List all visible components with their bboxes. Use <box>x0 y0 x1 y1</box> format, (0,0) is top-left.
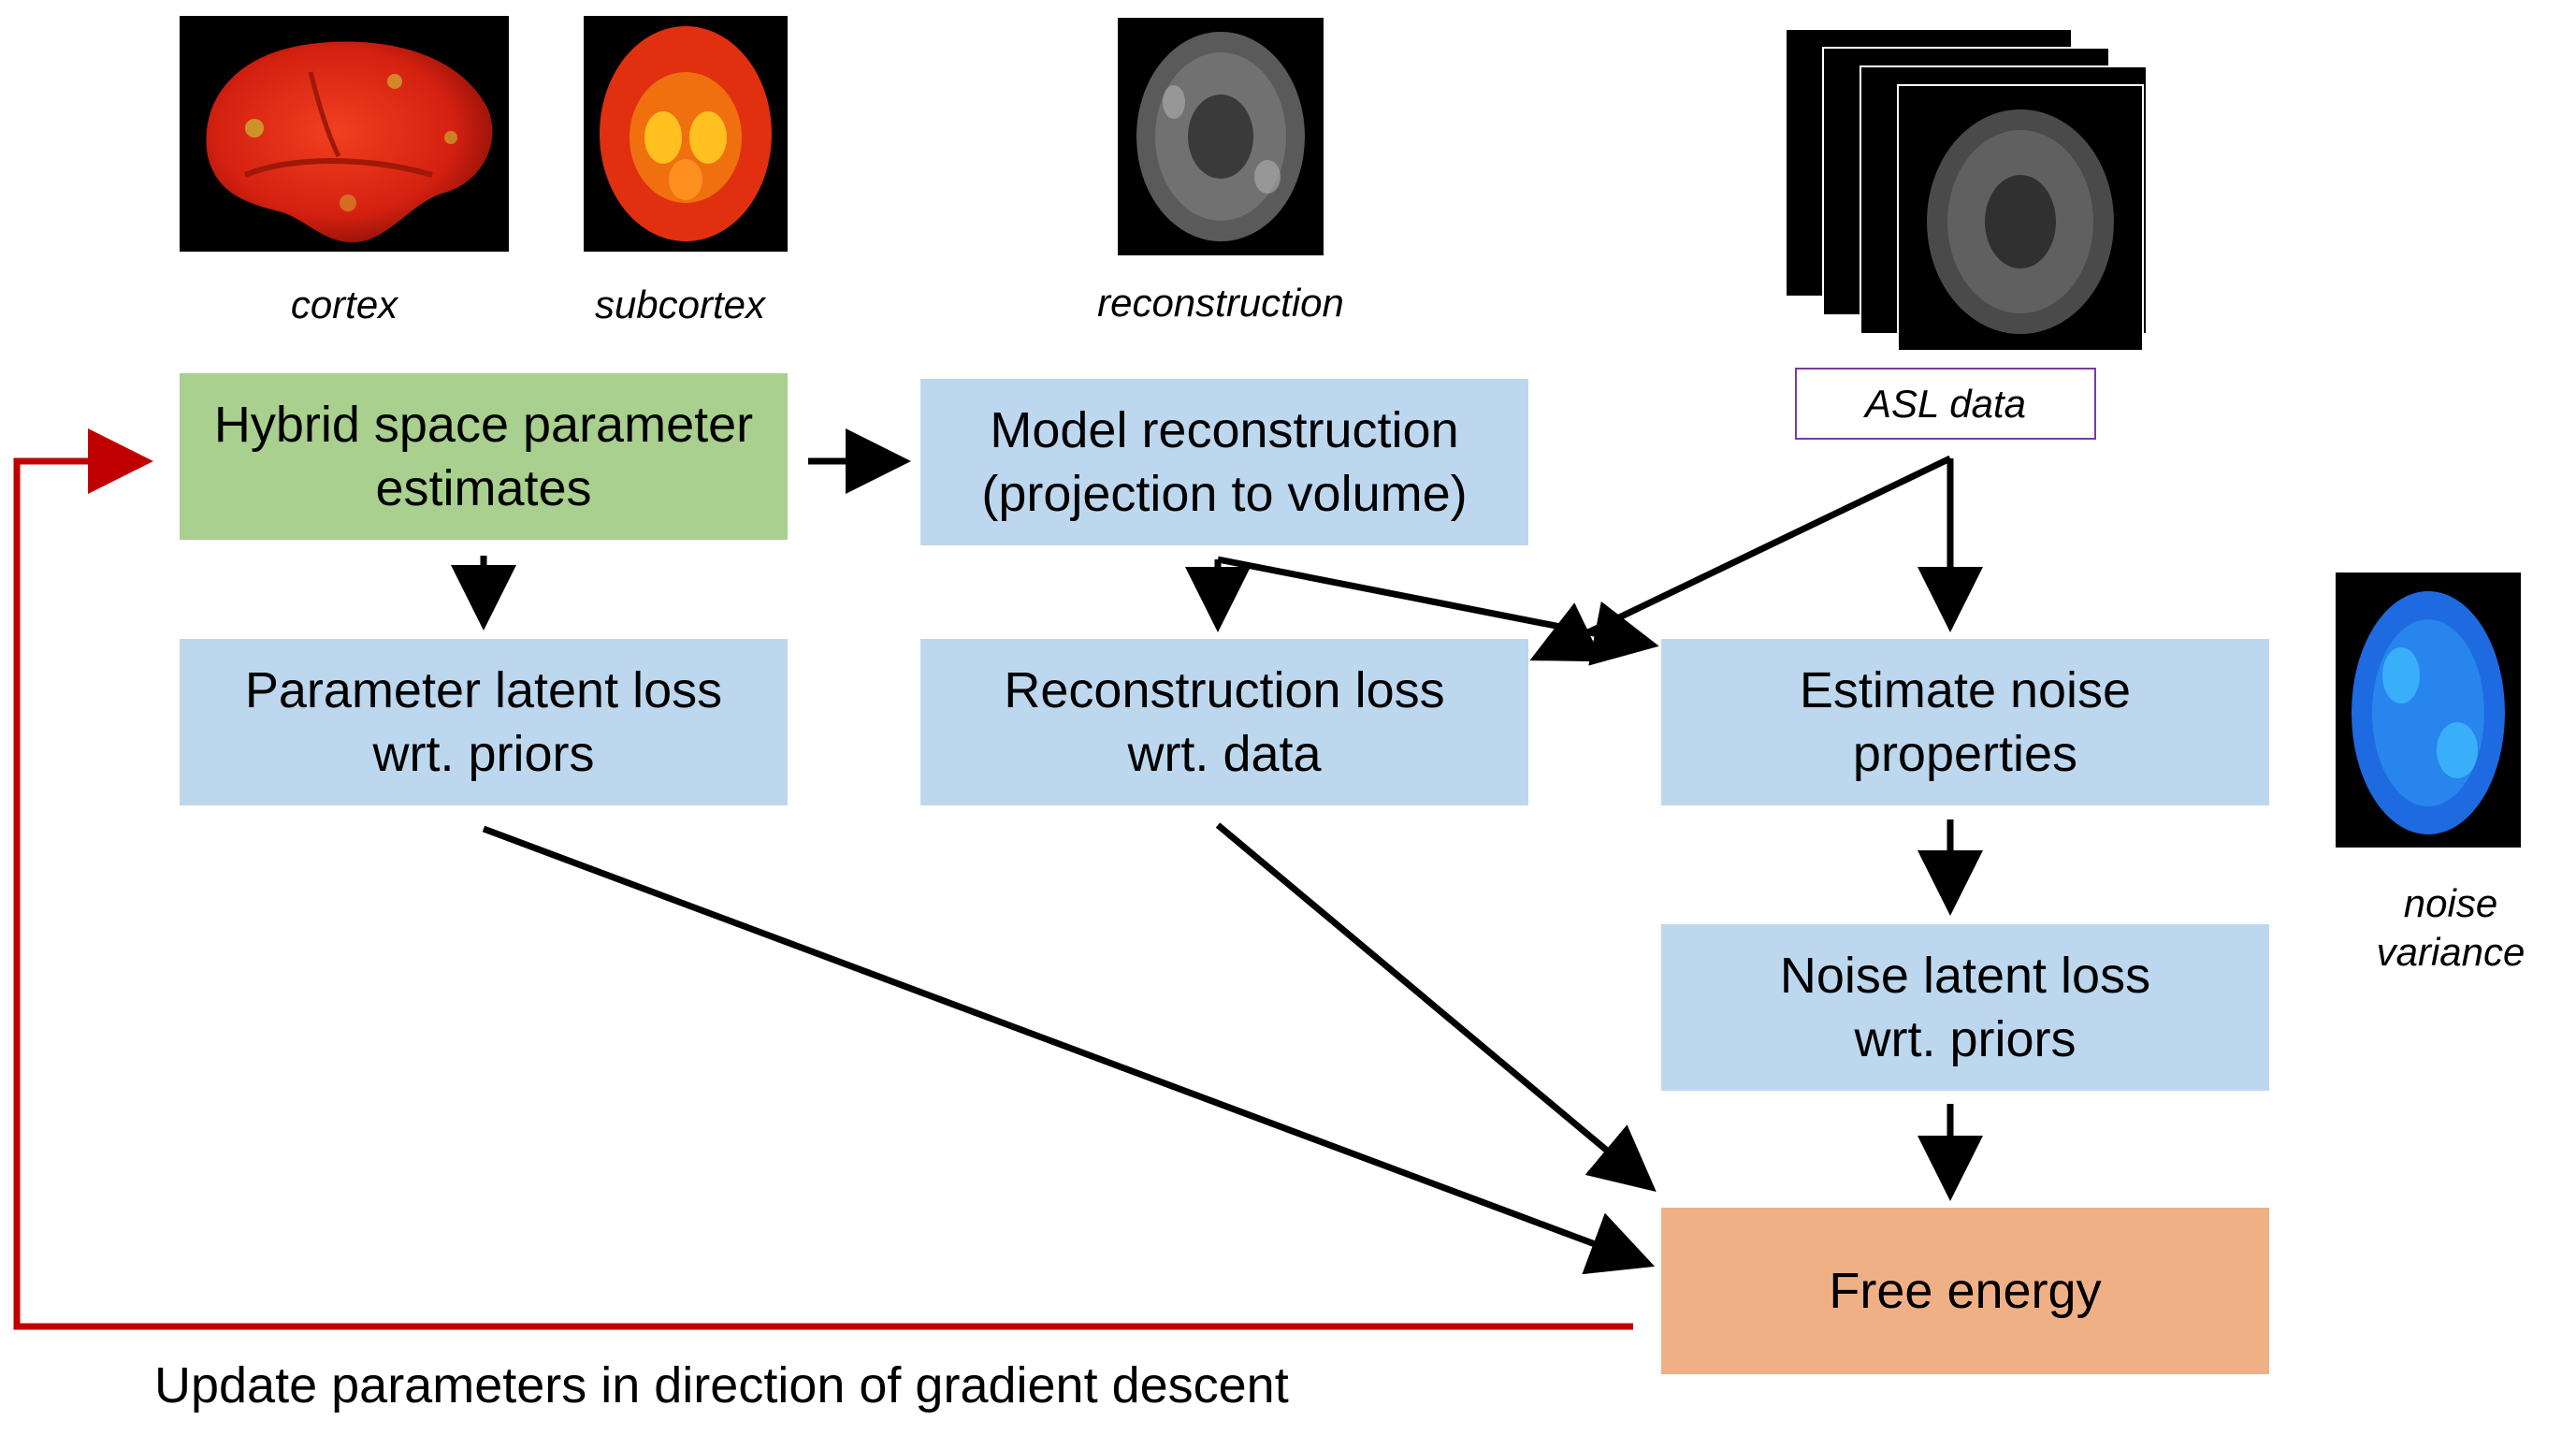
noise-caption-line1: noise <box>2403 881 2498 925</box>
subcortex-image <box>584 16 788 252</box>
recon-loss-line1: Reconstruction loss <box>1004 662 1445 718</box>
estimate-noise-box: Estimate noise properties <box>1661 639 2269 805</box>
feedback-arrow <box>13 428 1633 1330</box>
cortex-caption: cortex <box>290 283 398 326</box>
noise-caption-line2: variance <box>2376 930 2525 974</box>
recon-loss-line2: wrt. data <box>1127 726 1322 782</box>
hybrid-line2: estimates <box>375 460 592 516</box>
noise-latent-loss-box: Noise latent loss wrt. priors <box>1661 924 2269 1091</box>
free-energy-box: Free energy <box>1661 1208 2269 1374</box>
reconstruction-image <box>1118 18 1324 255</box>
cortex-image <box>180 16 509 252</box>
noise-loss-line1: Noise latent loss <box>1779 948 2151 1004</box>
noise-est-line2: properties <box>1852 726 2078 782</box>
parameter-latent-loss-box: Parameter latent loss wrt. priors <box>180 639 788 805</box>
noise-est-line1: Estimate noise <box>1799 662 2132 718</box>
model-recon-line2: (projection to volume) <box>981 466 1468 522</box>
model-recon-line1: Model reconstruction <box>990 402 1459 458</box>
model-reconstruction-box: Model reconstruction (projection to volu… <box>920 379 1528 545</box>
arrow-model-to-noise-est <box>1217 556 1659 666</box>
noise-loss-line2: wrt. priors <box>1854 1011 2077 1067</box>
asl-data-label: ASL data <box>1795 368 2096 440</box>
reconstruction-loss-box: Reconstruction loss wrt. data <box>920 639 1528 805</box>
reconstruction-caption: reconstruction <box>1097 281 1344 325</box>
subcortex-caption: subcortex <box>594 283 766 326</box>
hybrid-parameters-box: Hybrid space parameter estimates <box>180 373 788 540</box>
arrow-recon-loss-to-free-energy <box>1215 822 1657 1192</box>
feedback-label: Update parameters in direction of gradie… <box>154 1357 1289 1413</box>
arrow-param-loss-to-free-energy <box>482 825 1656 1275</box>
arrow-asl-to-recon-loss <box>1529 455 1952 662</box>
param-loss-line1: Parameter latent loss <box>244 662 723 718</box>
free-energy-line1: Free energy <box>1829 1263 2102 1319</box>
noise-variance-caption: noise variance <box>2338 879 2563 977</box>
noise-variance-image <box>2336 573 2521 848</box>
asl-data-frame-4 <box>1897 84 2144 352</box>
hybrid-line1: Hybrid space parameter <box>213 397 754 453</box>
param-loss-line2: wrt. priors <box>372 726 595 782</box>
